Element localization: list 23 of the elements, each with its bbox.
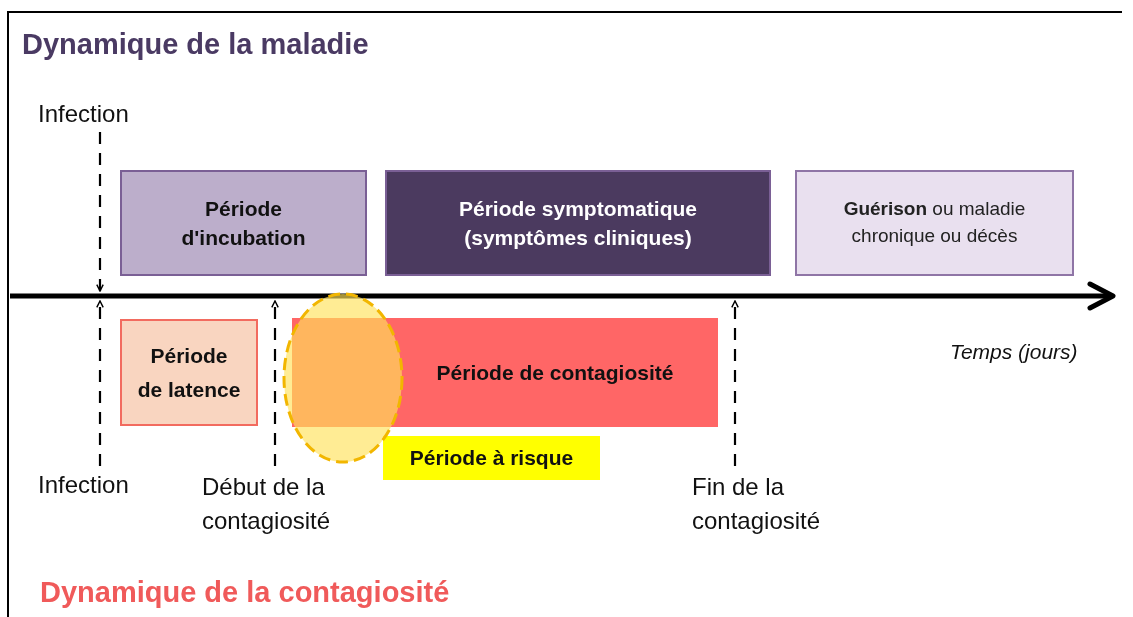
box-text: Période à risque	[409, 445, 574, 472]
axis-label: Temps (jours)	[950, 340, 1078, 364]
event-label: Infection	[38, 470, 129, 501]
dashed-arrow	[731, 300, 739, 466]
box-text: Période de latence	[136, 342, 242, 403]
phase-box	[120, 170, 367, 276]
dashed-arrow	[271, 300, 279, 466]
dashed-arrow	[96, 300, 104, 466]
event-label: Fin de la contagiosité	[692, 472, 822, 536]
box-text: Période d'incubation	[180, 195, 307, 251]
highlight-box	[383, 436, 600, 480]
outcome-box	[795, 170, 1074, 276]
title: Dynamique de la maladie	[22, 28, 369, 61]
section-heading: Dynamique de la contagiosité	[40, 576, 450, 609]
dashed-arrow	[96, 132, 104, 292]
phase-box	[292, 318, 718, 427]
box-text: Période symptomatique (symptômes cliniques)	[457, 195, 699, 251]
phase-box	[385, 170, 771, 276]
event-label: Infection	[38, 99, 129, 130]
box-text: Guérison ou maladie chronique ou décès	[842, 197, 1027, 248]
phase-box	[120, 319, 258, 426]
event-label: Début de la contagiosité	[202, 472, 332, 536]
box-text: Période de contagiosité	[436, 359, 674, 386]
